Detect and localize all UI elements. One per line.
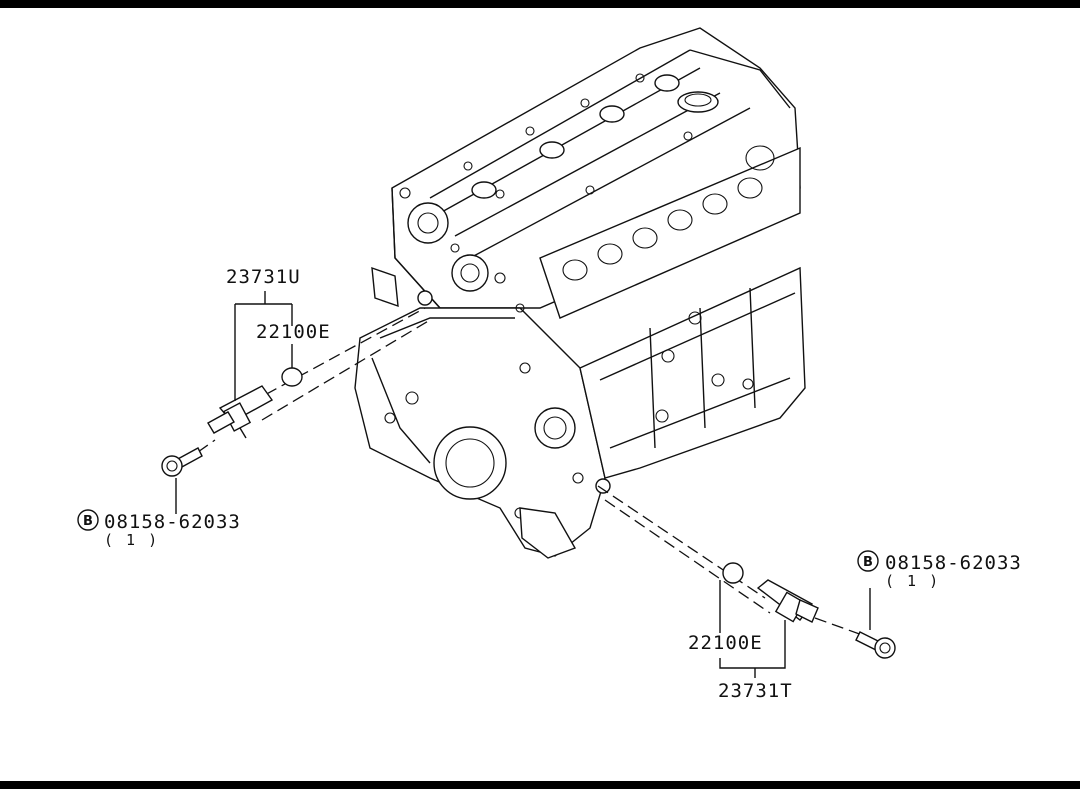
- install-line-upper-1: [249, 307, 426, 404]
- leader-23731U: [234, 291, 293, 401]
- bolt-left-08158-62033[interactable]: [161, 447, 203, 477]
- label-bolt-right: 08158-62033: [885, 552, 1022, 574]
- install-line-lower-2: [604, 499, 771, 614]
- b-circle-left: [77, 509, 99, 531]
- b-mark-right: B: [863, 555, 873, 570]
- install-line-lower-1: [597, 485, 766, 599]
- diagram-svg: 23731U 22100E B 08158-62033 ( 1 ) B 0815…: [77, 27, 1022, 702]
- label-22100E-lower: 22100E: [688, 632, 763, 654]
- b-circle-right: [857, 550, 879, 572]
- install-line-lower-bolt: [814, 617, 866, 637]
- label-22100E-upper: 22100E: [256, 321, 331, 343]
- bolt-right-08158-62033[interactable]: [855, 631, 896, 659]
- bolt-left-callout: B 08158-62033 ( 1 ): [77, 509, 241, 549]
- sensor-upper-23731U[interactable]: [207, 385, 274, 439]
- sensor-lower-23731T[interactable]: [756, 579, 819, 623]
- label-23731T: 23731T: [718, 680, 793, 702]
- qty-bolt-right: ( 1 ): [885, 572, 940, 590]
- b-mark-left: B: [83, 514, 93, 529]
- install-line-upper-bolt: [197, 439, 216, 453]
- oring-upper-22100E[interactable]: [281, 367, 303, 387]
- leader-23731T: [719, 620, 786, 678]
- engine-block-drawing: [354, 27, 806, 559]
- oring-lower-22100E[interactable]: [722, 562, 744, 584]
- label-23731U: 23731U: [226, 266, 301, 288]
- bolt-right-callout: B 08158-62033 ( 1 ): [857, 550, 1022, 590]
- label-bolt-left: 08158-62033: [104, 511, 241, 533]
- install-line-upper-2: [261, 319, 431, 421]
- parts-diagram: 23731U 22100E B 08158-62033 ( 1 ) B 0815…: [0, 8, 1080, 781]
- qty-bolt-left: ( 1 ): [104, 531, 159, 549]
